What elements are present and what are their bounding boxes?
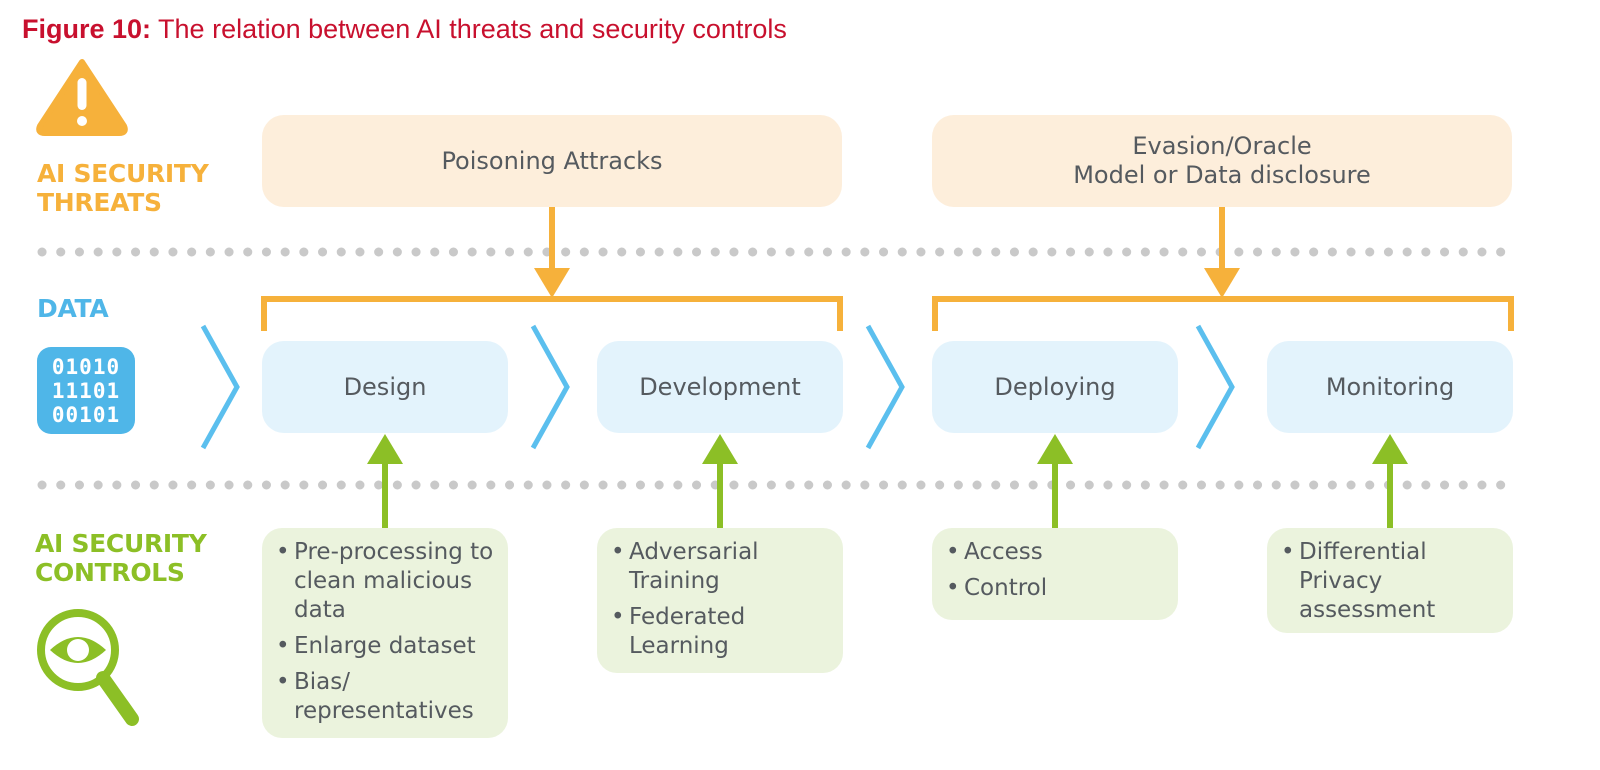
- control-item: Adversarial Training: [611, 538, 829, 596]
- threats-label-line1: AI SECURITY: [37, 159, 209, 188]
- control-item: Federated Learning: [611, 603, 829, 661]
- controls-label-line2: CONTROLS: [35, 558, 185, 587]
- control-item: Enlarge dataset: [276, 632, 494, 661]
- controls-row-label: AI SECURITY CONTROLS: [35, 529, 207, 587]
- flow-chevron-4: [1195, 324, 1235, 450]
- data-row-label: DATA: [37, 294, 109, 323]
- flow-chevron-3: [865, 324, 905, 450]
- threat-bracket-2: [932, 296, 1514, 331]
- threat-arrow-2: [1204, 207, 1240, 298]
- threat-arrow-1: [534, 207, 570, 298]
- warning-icon: [36, 59, 128, 136]
- controls-box-monitoring: Differential Privacy assessment: [1267, 528, 1513, 633]
- control-item: Access: [946, 538, 1164, 567]
- magnifier-eye-icon: [37, 609, 139, 726]
- threat-text-line2: Model or Data disclosure: [1073, 161, 1371, 189]
- binary-row: 00101: [52, 403, 120, 427]
- threat-box-evasion: Evasion/Oracle Model or Data disclosure: [932, 115, 1512, 207]
- figure-label: Figure 10:: [22, 14, 152, 44]
- flow-chevron-1: [200, 324, 240, 450]
- binary-row: 11101: [52, 379, 120, 403]
- controls-box-development: Adversarial Training Federated Learning: [597, 528, 843, 673]
- binary-row: 01010: [52, 355, 120, 379]
- threats-label-line2: THREATS: [37, 188, 162, 217]
- threat-text: Poisoning Attracks: [441, 146, 663, 175]
- stage-deploying: Deploying: [932, 341, 1178, 433]
- flow-chevron-2: [530, 324, 570, 450]
- control-item: Pre-processing to clean malicious data: [276, 538, 494, 625]
- stage-monitoring: Monitoring: [1267, 341, 1513, 433]
- stage-development: Development: [597, 341, 843, 433]
- controls-box-deploying: Access Control: [932, 528, 1178, 620]
- threat-text-line1: Evasion/Oracle: [1132, 132, 1312, 160]
- control-arrow-design: [367, 434, 403, 528]
- control-arrow-monitoring: [1372, 434, 1408, 528]
- controls-label-line1: AI SECURITY: [35, 529, 207, 558]
- binary-data-icon: 01010 11101 00101: [37, 347, 135, 434]
- threat-box-poisoning: Poisoning Attracks: [262, 115, 842, 207]
- control-item: Bias/ representatives: [276, 668, 494, 726]
- control-item: Control: [946, 574, 1164, 603]
- threats-row-label: AI SECURITY THREATS: [37, 159, 209, 217]
- figure-caption: The relation between AI threats and secu…: [151, 14, 787, 44]
- control-arrow-deploying: [1037, 434, 1073, 528]
- controls-box-design: Pre-processing to clean malicious data E…: [262, 528, 508, 738]
- stage-design: Design: [262, 341, 508, 433]
- control-item: Differential Privacy assessment: [1281, 538, 1499, 625]
- threat-bracket-1: [261, 296, 843, 331]
- figure-title: Figure 10: The relation between AI threa…: [22, 14, 787, 45]
- control-arrow-development: [702, 434, 738, 528]
